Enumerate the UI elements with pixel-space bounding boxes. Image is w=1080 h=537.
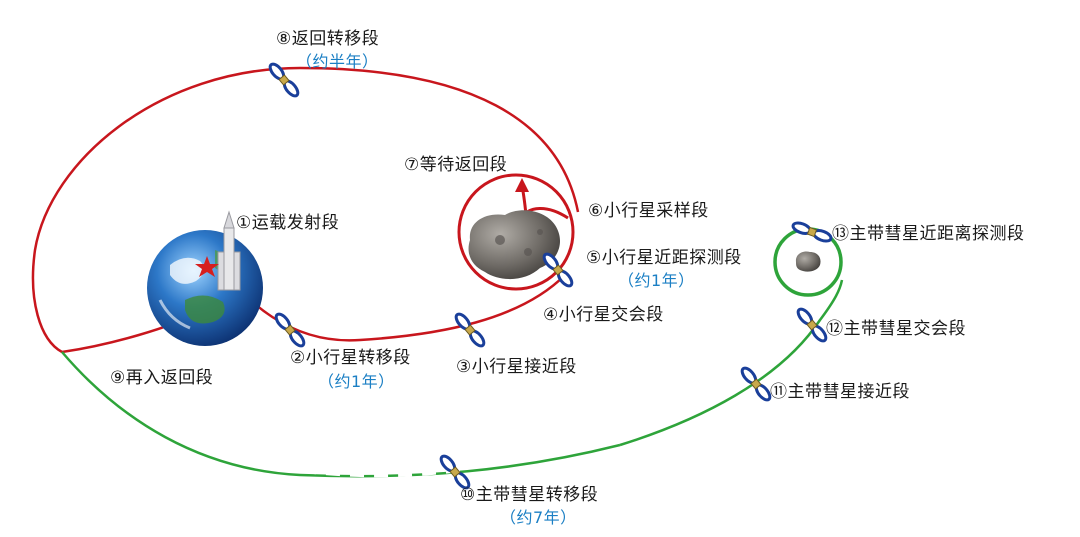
spacecraft-icon [790,219,834,245]
duration-asteroid-proximity: （约1年） [618,271,695,290]
label-asteroid-proximity: ⑤小行星近距探测段 [586,248,742,268]
star-icon [195,256,219,277]
label-launch: ①运载发射段 [236,213,340,233]
comet-icon [795,251,821,272]
label-asteroid-rendezvous: ④小行星交会段 [543,305,664,325]
comet-approach-path [619,279,844,447]
label-return-transfer: ⑧返回转移段 [276,29,380,49]
rocket-icon [217,210,241,291]
spacecraft-icon [452,310,488,350]
duration-comet-transfer: （约7年） [500,508,577,527]
label-asteroid-approach: ③小行星接近段 [456,357,577,377]
label-reentry: ⑨再入返回段 [110,368,214,388]
label-comet-approach: ⑪主带彗星接近段 [770,382,910,402]
label-waiting-return: ⑦等待返回段 [404,155,508,175]
return-transfer-orbit [31,66,580,354]
duration-return-transfer: （约半年） [296,52,379,71]
earth-icon [147,230,263,346]
label-comet-transfer: ⑩主带彗星转移段 [460,485,599,505]
duration-asteroid-transfer: （约1年） [318,372,395,391]
spacecraft-icon [794,305,830,345]
spacecraft-icon [738,364,774,404]
label-asteroid-sampling: ⑥小行星采样段 [588,201,709,221]
arrow-head [515,178,529,192]
label-comet-proximity: ⑬主带彗星近距离探测段 [832,224,1025,244]
label-comet-rendezvous: ⑫主带彗星交会段 [826,319,966,339]
label-asteroid-transfer: ②小行星转移段 [290,348,411,368]
comet-transfer-orbit [61,351,621,478]
comet-transfer-dashed [254,460,461,478]
asteroid-sampling-orbit [457,173,575,291]
asteroid-icon [468,210,560,280]
